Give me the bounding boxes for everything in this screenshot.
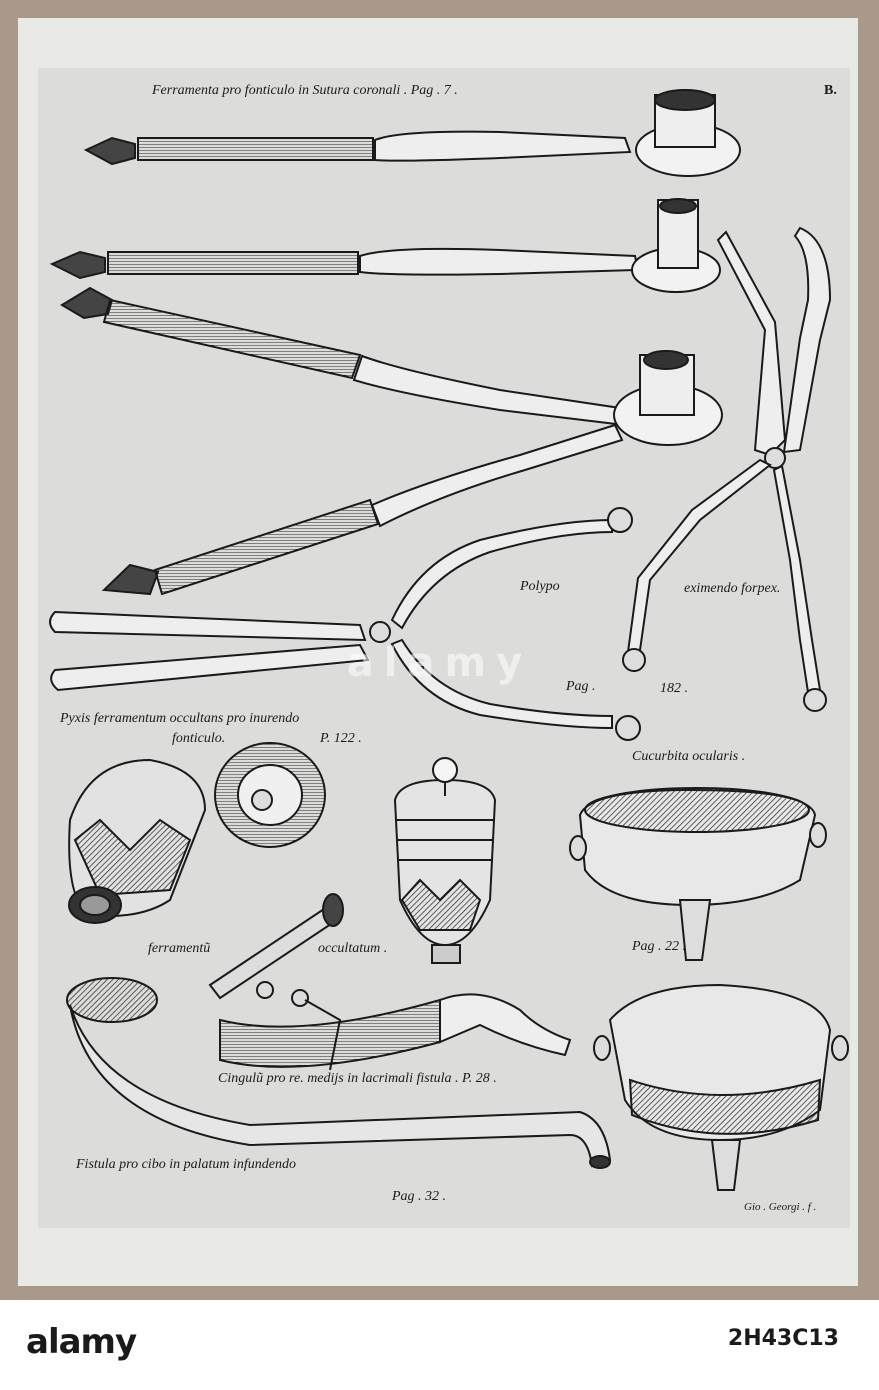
caption-pyxis-1: Pyxis ferramentum occultans pro inurendo <box>60 711 300 726</box>
caption-occultatum: occultatum . <box>318 941 388 956</box>
engraver-signature: Gio . Georgi . f . <box>744 1201 817 1213</box>
stock-logo[interactable]: alamy <box>26 1322 137 1362</box>
pyxis-case <box>68 742 326 924</box>
caption-p-122: P. 122 . <box>320 731 362 746</box>
plate-title: Ferramenta pro fonticulo in Sutura coron… <box>152 83 458 98</box>
caption-pyxis-2: fonticulo. <box>172 731 226 746</box>
eye-cup-2 <box>593 983 849 1191</box>
polyp-forceps-small <box>49 507 641 741</box>
engraving-illustration <box>49 89 849 1191</box>
caption-cingulu: Cingulũ pro re. medijs in lacrimali fist… <box>218 1071 497 1086</box>
feeding-tube <box>66 977 612 1169</box>
caption-pag-182-b: 182 . <box>660 681 688 696</box>
caption-ferramentu: ferramentũ <box>148 941 211 956</box>
cautery-forceps-pair <box>60 286 723 596</box>
cautery-iron-2 <box>49 198 721 293</box>
hidden-iron <box>208 893 344 1000</box>
stock-image-id: 2H43C13 <box>727 1326 839 1351</box>
stock-footer <box>0 1300 879 1390</box>
watermark-text: alamy <box>346 640 533 686</box>
cautery-iron-1 <box>83 89 741 177</box>
plate-letter: B. <box>824 83 837 98</box>
caption-polypo: Polypo <box>520 579 560 594</box>
lacrimal-belt <box>219 981 572 1071</box>
eye-cup-1 <box>569 787 827 961</box>
polyp-forceps-large <box>622 226 832 712</box>
covered-jar <box>393 757 497 964</box>
caption-pag-32: Pag . 32 . <box>392 1189 447 1204</box>
caption-fistula: Fistula pro cibo in palatum infundendo <box>76 1157 296 1172</box>
caption-eximendo: eximendo forpex. <box>684 581 781 596</box>
caption-pag-22: Pag . 22 . <box>632 939 687 954</box>
caption-cucurbita: Cucurbita ocularis . <box>632 749 746 764</box>
caption-pag-182-a: Pag . <box>566 679 596 694</box>
